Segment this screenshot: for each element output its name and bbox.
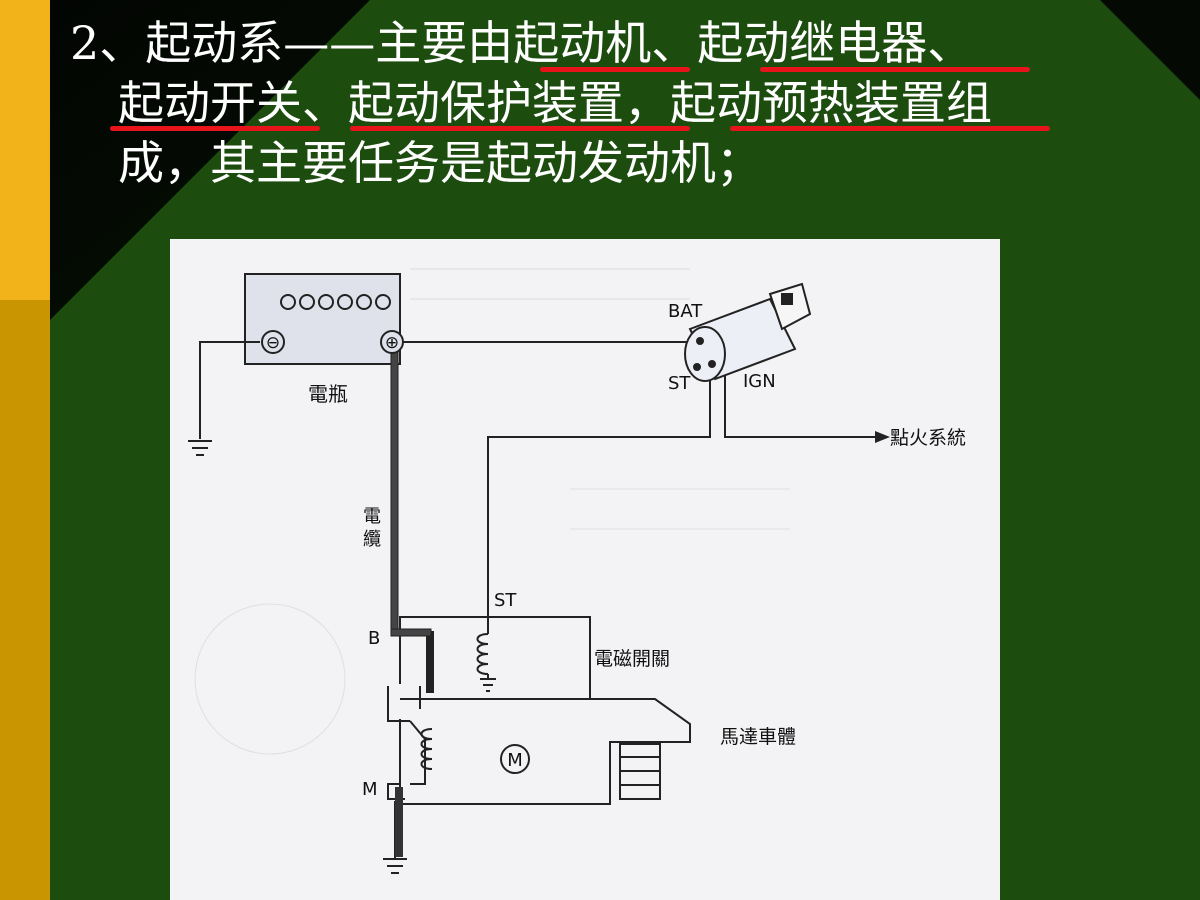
title-line-1: 2、起动系——主要由起动机、起动继电器、 — [70, 16, 974, 70]
wiring — [188, 273, 875, 874]
underline-preheat-device — [730, 126, 1050, 131]
cable-label-2: 纜 — [363, 529, 381, 550]
ignition-key-switch — [684, 282, 812, 382]
battery-cable — [390, 341, 432, 637]
motor-symbol-label: M — [507, 750, 523, 771]
underline-starter — [540, 67, 690, 72]
solenoid-switch-label: 電磁開關 — [594, 648, 670, 670]
circuit-diagram: ⊖ ⊕ M — [188, 268, 966, 874]
bat-label: BAT — [668, 301, 703, 322]
starter-circuit-figure: ⊖ ⊕ M — [170, 239, 1000, 900]
battery-minus-symbol: ⊖ — [266, 333, 280, 353]
battery-negative-terminal — [261, 330, 285, 354]
motor-symbol — [500, 744, 530, 774]
st-solenoid-label: ST — [494, 590, 517, 611]
st-switch-label: ST — [668, 373, 691, 394]
battery-cells — [261, 294, 404, 354]
sidebar-gold-band — [0, 300, 50, 900]
terminal-m-label: M — [362, 779, 378, 800]
battery-plus-symbol: ⊕ — [385, 333, 399, 353]
solenoid-coil — [476, 633, 489, 675]
title-line-2: 起动开关、起动保护装置，起动预热装置组 — [118, 76, 992, 130]
underline-protection-device — [350, 126, 690, 131]
corner-shadow — [1100, 0, 1200, 100]
terminal-b-label: B — [368, 628, 380, 649]
battery-positive-terminal — [380, 330, 404, 354]
ignition-arrow — [875, 431, 890, 443]
battery-label: 電瓶 — [308, 382, 348, 406]
sidebar-yellow-band — [0, 0, 50, 300]
cable-label-1: 電 — [363, 506, 381, 527]
title-line-3: 成，其主要任务是起动发动机； — [118, 136, 762, 190]
faint-background-print — [194, 268, 790, 755]
underline-starter-relay — [760, 67, 1030, 72]
underline-starter-switch — [110, 126, 320, 131]
motor-body-label: 馬達車體 — [720, 726, 796, 748]
field-coil — [420, 728, 433, 770]
ignition-system-label: 點火系統 — [890, 427, 966, 449]
ground-strap — [395, 787, 403, 857]
ign-label: IGN — [743, 371, 776, 392]
